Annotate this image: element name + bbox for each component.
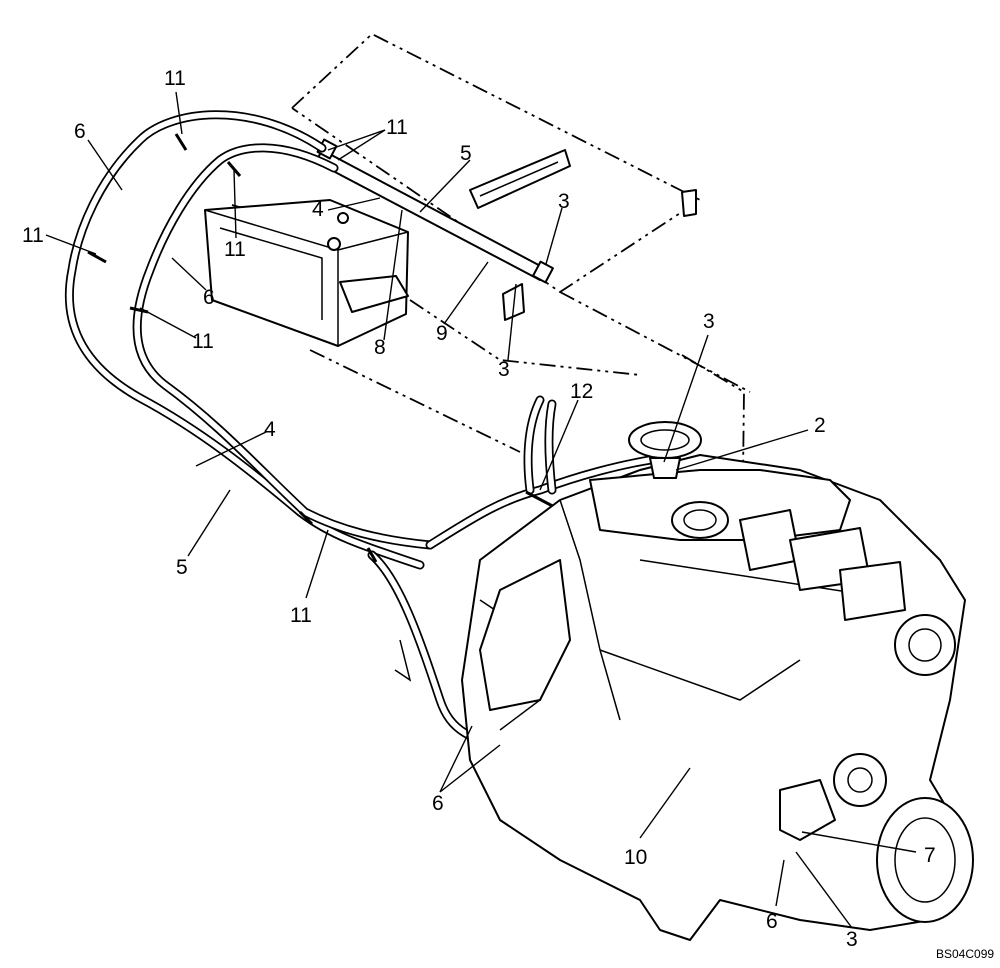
leader-lines <box>45 91 917 929</box>
callouts: 11 11 6 11 11 6 11 4 8 9 5 3 3 3 12 2 4 … <box>22 67 936 951</box>
callout-3: 3 <box>498 358 510 381</box>
callout-2: 2 <box>814 414 826 437</box>
callout-12: 12 <box>570 380 593 403</box>
callout-5: 5 <box>460 142 472 165</box>
callout-6: 6 <box>74 120 86 143</box>
callout-6: 6 <box>203 286 215 309</box>
figure-code: BS04C099 <box>936 947 994 961</box>
callout-6: 6 <box>432 792 444 815</box>
heater-box <box>204 199 409 347</box>
callout-11: 11 <box>290 604 312 627</box>
callout-11: 11 <box>164 67 186 90</box>
callout-11: 11 <box>22 224 44 247</box>
callout-5: 5 <box>176 556 188 579</box>
callout-3: 3 <box>703 310 715 333</box>
mounting-bracket <box>469 149 697 217</box>
callout-3: 3 <box>558 190 570 213</box>
callout-7: 7 <box>924 844 936 867</box>
callout-11: 11 <box>386 116 408 139</box>
callout-9: 9 <box>436 322 448 345</box>
callout-4: 4 <box>312 198 324 221</box>
callout-3: 3 <box>846 928 858 951</box>
callout-8: 8 <box>374 336 386 359</box>
callout-4: 4 <box>264 418 276 441</box>
callout-10: 10 <box>624 846 647 869</box>
callout-11: 11 <box>224 238 246 261</box>
engine <box>394 421 974 941</box>
callout-11: 11 <box>192 330 214 353</box>
callout-6: 6 <box>766 910 778 933</box>
